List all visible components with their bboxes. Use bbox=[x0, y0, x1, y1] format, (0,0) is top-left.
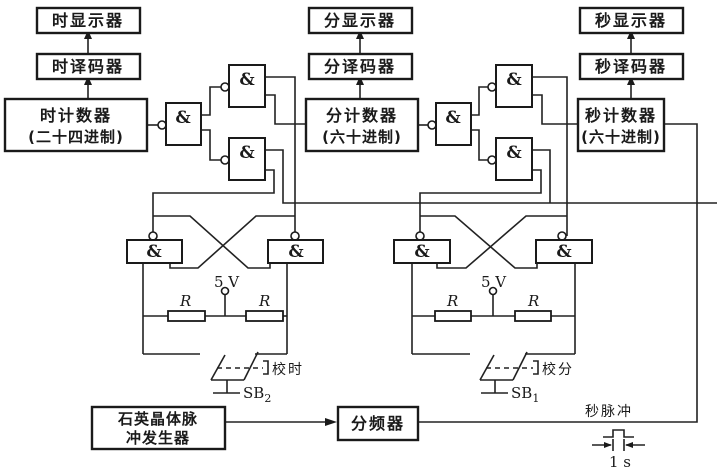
arrow-up-icon bbox=[84, 30, 92, 39]
resistor-label: R bbox=[446, 292, 458, 310]
gate-symbol: & bbox=[239, 143, 255, 163]
nand-gate-minute-upper: & bbox=[487, 64, 533, 108]
supply-voltage-label: 5 V bbox=[481, 273, 507, 291]
minute-adjust-label: 校分 bbox=[542, 361, 574, 378]
hour-display-label: 时显示器 bbox=[52, 11, 124, 30]
supply-terminal-icon bbox=[488, 286, 498, 296]
oscillator-label-line1: 石英晶体脉 bbox=[117, 410, 198, 428]
hour-adjust-network: 5 V R R 校时 SB2 bbox=[167, 273, 304, 405]
resistor-icon bbox=[167, 310, 206, 322]
arrow-up-icon bbox=[84, 76, 92, 85]
supply-terminal-icon bbox=[220, 286, 230, 296]
gate-symbol: & bbox=[414, 242, 430, 262]
pulse-period-label: 1 s bbox=[609, 453, 631, 471]
supply-voltage-label: 5 V bbox=[214, 273, 240, 291]
oscillator-label-line2: 冲发生器 bbox=[126, 429, 190, 447]
gate-symbol: & bbox=[146, 242, 162, 262]
nand-gate-minute-lower: & bbox=[487, 137, 533, 181]
arrow-up-icon bbox=[356, 30, 364, 39]
minute-decoder-block: 分译码器 bbox=[307, 52, 414, 81]
arrow-up-icon bbox=[627, 30, 635, 39]
minute-counter-mode: (六十进制) bbox=[322, 128, 402, 146]
second-display-label: 秒显示器 bbox=[595, 11, 667, 30]
nand-gate-minute-input: & bbox=[427, 102, 472, 146]
crystal-oscillator-block: 石英晶体脉 冲发生器 bbox=[90, 405, 227, 451]
nand-gate-hour-lower: & bbox=[220, 137, 266, 181]
flipflop-gate-hour-left: & bbox=[126, 231, 183, 264]
second-display-block: 秒显示器 bbox=[578, 6, 685, 35]
minute-counter-label: 分计数器 bbox=[326, 106, 398, 125]
arrow-right-icon bbox=[325, 418, 337, 426]
hour-counter-mode: (二十四进制) bbox=[28, 128, 124, 146]
nand-gate-hour-input: & bbox=[157, 102, 202, 146]
divider-label: 分频器 bbox=[351, 414, 405, 433]
gate-symbol: & bbox=[506, 70, 522, 90]
resistor-label: R bbox=[258, 292, 270, 310]
wires bbox=[87, 32, 717, 423]
resistor-label: R bbox=[527, 292, 539, 310]
second-decoder-block: 秒译码器 bbox=[578, 52, 685, 81]
pulse-waveform-icon bbox=[592, 429, 645, 451]
resistor-icon bbox=[245, 310, 284, 322]
hour-adjust-label: 校时 bbox=[272, 361, 304, 378]
flipflop-gate-minute-right: & bbox=[535, 231, 593, 264]
nand-gate-hour-upper: & bbox=[220, 64, 266, 108]
hour-counter-label: 时计数器 bbox=[40, 106, 112, 125]
resistor-label: R bbox=[179, 292, 191, 310]
arrow-up-icon bbox=[356, 76, 364, 85]
minute-counter-block: 分计数器 (六十进制) bbox=[304, 97, 420, 153]
hour-decoder-block: 时译码器 bbox=[35, 52, 142, 81]
gate-symbol: & bbox=[506, 143, 522, 163]
minute-display-label: 分显示器 bbox=[324, 11, 396, 30]
hour-display-block: 时显示器 bbox=[35, 6, 142, 35]
resistor-icon bbox=[434, 310, 472, 322]
flipflop-gate-hour-right: & bbox=[267, 231, 324, 264]
resistor-icon bbox=[514, 310, 552, 322]
gate-symbol: & bbox=[445, 108, 461, 128]
gate-symbol: & bbox=[288, 242, 304, 262]
second-counter-mode: (六十进制) bbox=[581, 128, 661, 146]
arrowheads bbox=[84, 30, 635, 426]
flipflop-gate-minute-left: & bbox=[393, 231, 451, 264]
frequency-divider-block: 分频器 bbox=[336, 405, 420, 442]
arrow-up-icon bbox=[627, 76, 635, 85]
gate-symbol: & bbox=[239, 70, 255, 90]
second-counter-label: 秒计数器 bbox=[585, 106, 657, 125]
second-decoder-label: 秒译码器 bbox=[595, 57, 667, 76]
switch-sb1-icon bbox=[479, 351, 539, 394]
second-counter-block: 秒计数器 (六十进制) bbox=[576, 97, 666, 153]
minute-display-block: 分显示器 bbox=[307, 6, 414, 35]
gate-symbol: & bbox=[175, 108, 191, 128]
hour-decoder-label: 时译码器 bbox=[52, 57, 124, 76]
switch-sb2-label: SB2 bbox=[243, 384, 271, 405]
gate-symbol: & bbox=[556, 242, 572, 262]
second-pulse-label: 秒脉冲 bbox=[585, 404, 633, 420]
hour-counter-block: 时计数器 (二十四进制) bbox=[3, 97, 149, 153]
minute-adjust-network: 5 V R R 校分 SB1 bbox=[434, 273, 574, 405]
minute-decoder-label: 分译码器 bbox=[324, 57, 396, 76]
switch-sb2-icon bbox=[210, 351, 269, 394]
switch-sb1-label: SB1 bbox=[511, 384, 539, 405]
